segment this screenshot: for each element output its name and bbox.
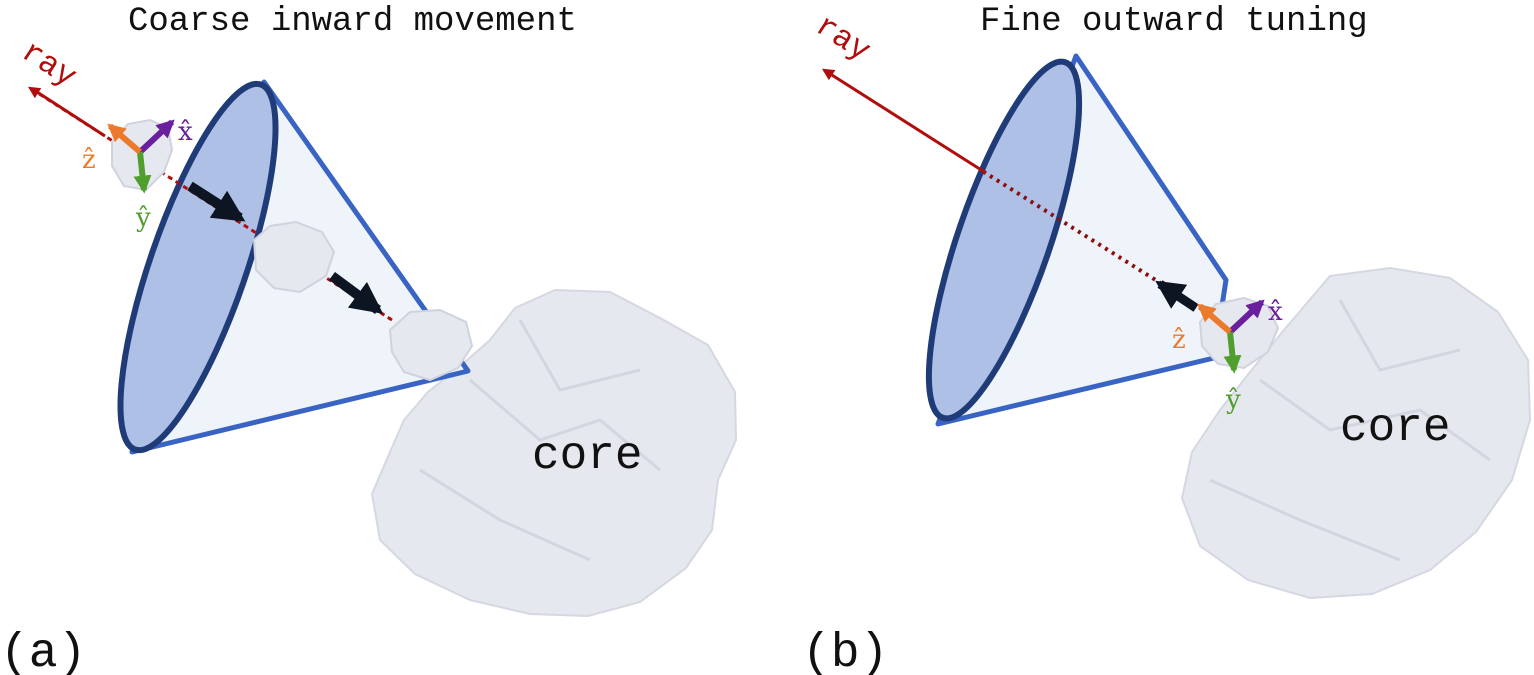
ray-a-solid (33, 88, 106, 138)
panel-b-title: Fine outward tuning (980, 3, 1368, 41)
axis-y-b (1223, 331, 1242, 374)
axis-y-a (133, 151, 152, 194)
core-label-b: core (1340, 402, 1450, 454)
move-arrow-a-2 (329, 271, 384, 315)
axis-y-label-b: ŷ (1225, 385, 1241, 415)
cone-b-base (925, 58, 1083, 422)
core-label-a: core (532, 430, 642, 482)
axis-x-label-b: x̂ (1268, 297, 1283, 327)
ray-b-dotted (982, 170, 1218, 320)
axis-z-label-b: ẑ (1172, 325, 1186, 355)
axis-z-label-a: ẑ (82, 145, 96, 175)
ray-label-b: ray (809, 7, 877, 69)
core-rock-b-texture (1209, 299, 1491, 562)
axis-x-label-a: x̂ (178, 117, 193, 147)
panel-b: Fine outward tuning core ray x̂ ŷ ẑ (b) (802, 3, 1532, 675)
ray-b (821, 68, 987, 175)
particle-a-2 (252, 220, 336, 294)
core-rock-a-texture (419, 319, 661, 562)
axis-y-label-a: ŷ (135, 203, 151, 233)
axis-z-a (107, 123, 142, 155)
move-arrow-a-1 (187, 181, 246, 223)
panel-a-title: Coarse inward movement (128, 3, 577, 41)
axis-x-a (137, 119, 175, 155)
panel-a: Coarse inward movement core ray x̂ ŷ ẑ (… (0, 3, 738, 675)
ray-label-a: ray (15, 33, 83, 95)
cone-a-base (117, 80, 279, 454)
axis-x-b (1227, 299, 1265, 335)
particle-a-3 (388, 308, 474, 382)
move-arrow-b (1155, 280, 1199, 312)
axis-z-b (1197, 303, 1232, 335)
panel-b-label: (b) (802, 627, 888, 675)
panel-a-label: (a) (0, 627, 86, 675)
